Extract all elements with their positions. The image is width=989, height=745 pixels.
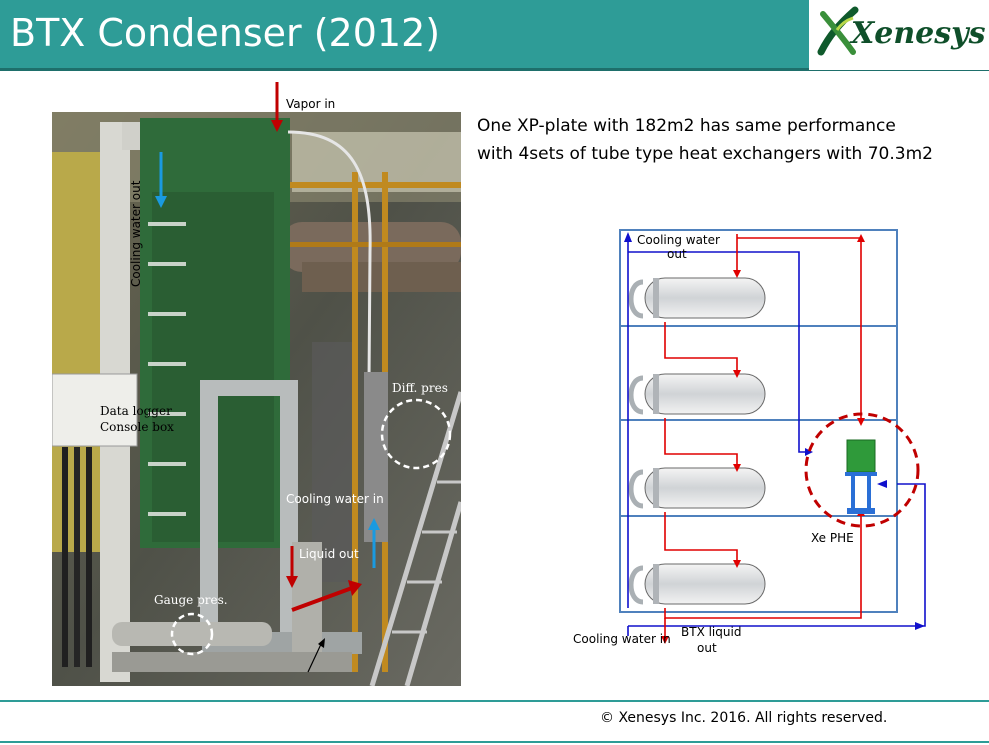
cooling-water-out-label-1: Cooling water (637, 233, 720, 247)
gauge-pres-label: Gauge pres. (154, 593, 228, 607)
vapor-in-label: Vapor in (286, 97, 335, 111)
tube-heat-exchanger (644, 373, 766, 415)
xe-phe-unit (845, 439, 877, 514)
diff-pres-label: Diff. pres (392, 381, 448, 395)
footer-divider-top (0, 700, 989, 702)
btx-liquid-out-label-1: BTX liquid (681, 625, 741, 639)
console-box-label: Console box (100, 420, 174, 434)
cooling-water-in-label: Cooling water in (286, 492, 384, 506)
description-line-2: with 4sets of tube type heat exchangers … (477, 144, 933, 164)
xe-phe-highlight (804, 412, 920, 528)
performance-description: One XP-plate with 182m2 has same perform… (477, 112, 982, 168)
logo: Xenesys (809, 0, 989, 70)
logo-text: Xenesys (851, 16, 986, 51)
description-line-1: One XP-plate with 182m2 has same perform… (477, 116, 896, 136)
cooling-water-out-label: Cooling water out (129, 180, 143, 287)
footer-divider-bottom (0, 741, 989, 743)
liquid-out-arrow (286, 546, 362, 612)
tube-heat-exchanger (644, 563, 766, 605)
page-title: BTX Condenser (2012) (10, 11, 441, 55)
condenser-photo: Cooling water out Data logger Console bo… (52, 112, 461, 686)
cooling-water-in-label: Cooling water in (573, 632, 671, 646)
diff-pres-marker (380, 398, 452, 470)
xenesys-logo-icon (817, 6, 859, 56)
data-logger-label: Data logger (100, 404, 172, 418)
tube-heat-exchanger (644, 467, 766, 509)
btx-liquid-out-label-2: out (697, 641, 717, 655)
copyright-notice: © Xenesys Inc. 2016. All rights reserved… (600, 710, 888, 726)
cooling-water-in-arrow (368, 518, 380, 568)
liquid-out-label: Liquid out (299, 547, 359, 561)
xe-phe-label: Xe PHE (811, 531, 854, 545)
cooling-water-out-arrow (155, 152, 167, 208)
gauge-pres-marker (170, 612, 214, 656)
tube-heat-exchanger (644, 277, 766, 319)
btx-schematic-diagram: Cooling water out Xe PHE Cooling water i… (573, 229, 926, 655)
cooling-water-out-label-2: out (667, 247, 687, 261)
vapor-in-annotation: Vapor in (275, 82, 335, 122)
